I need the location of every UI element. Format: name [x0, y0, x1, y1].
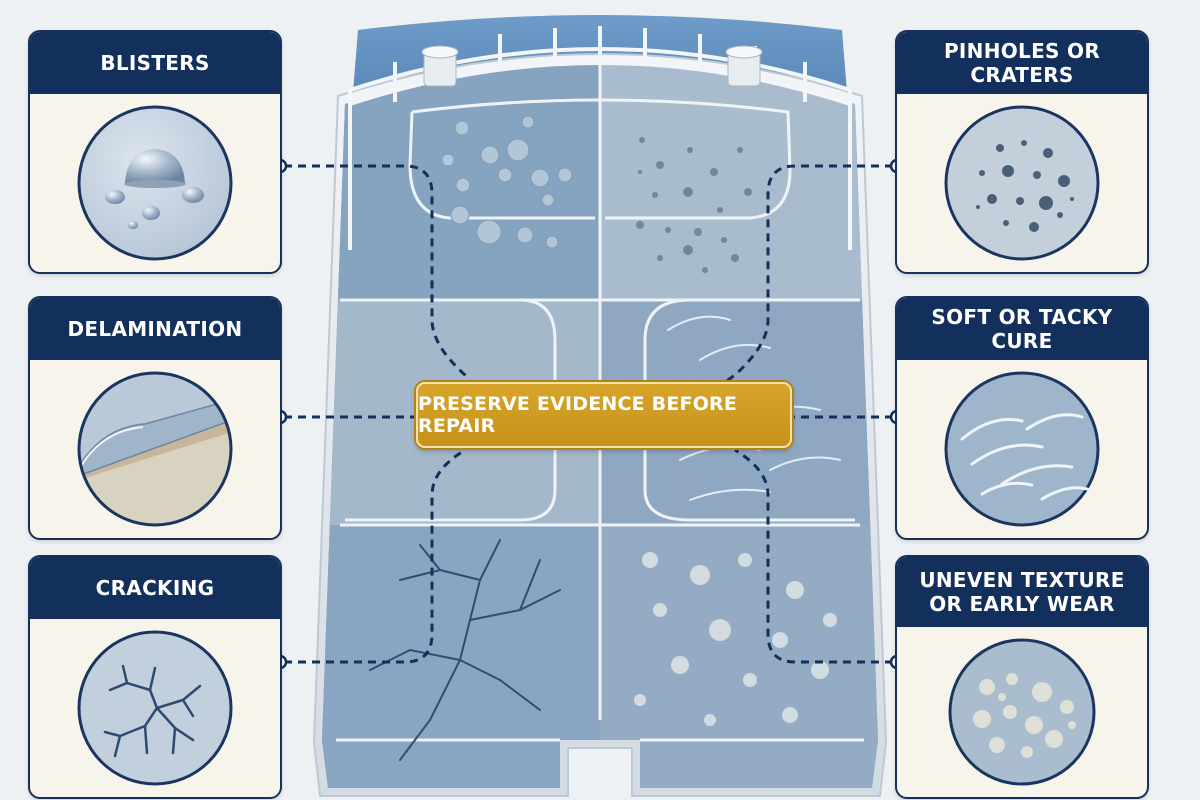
- defect-title: BLISTERS: [30, 32, 280, 94]
- preserve-evidence-banner: PRESERVE EVIDENCE BEFORE REPAIR: [416, 382, 792, 448]
- bollards: [421, 45, 763, 87]
- tacky-surface-icon: [944, 371, 1100, 527]
- defect-illustration: [30, 360, 280, 538]
- crack-lines: [369, 539, 561, 761]
- defect-title: SOFT OR TACKY CURE: [897, 298, 1147, 360]
- wear-icon: [948, 638, 1096, 786]
- delamination-icon: [77, 371, 233, 527]
- defect-title: DELAMINATION: [30, 298, 280, 360]
- defect-illustration: [897, 360, 1147, 538]
- defect-card-blisters: BLISTERS: [28, 30, 282, 274]
- defect-card-delamination: DELAMINATION: [28, 296, 282, 540]
- defect-card-soft-cure: SOFT OR TACKY CURE: [895, 296, 1149, 540]
- blisters-icon: [77, 105, 233, 261]
- defect-title: UNEVEN TEXTURE OR EARLY WEAR: [897, 557, 1147, 627]
- defect-card-cracking: CRACKING: [28, 555, 282, 799]
- cracking-icon: [77, 630, 233, 786]
- defect-illustration: [897, 627, 1147, 797]
- pinhole-dots: [636, 137, 752, 273]
- defect-illustration: [897, 94, 1147, 272]
- deck-markings: [336, 62, 864, 742]
- deck-railing: [348, 26, 852, 250]
- deck-surface: [322, 62, 878, 788]
- defect-title-line: OR EARLY WEAR: [929, 592, 1115, 616]
- defect-title: PINHOLES OR CRATERS: [897, 32, 1147, 94]
- defect-card-pinholes: PINHOLES OR CRATERS: [895, 30, 1149, 274]
- defect-illustration: [30, 94, 280, 272]
- pinholes-icon: [944, 105, 1100, 261]
- connector-lines: [284, 164, 893, 664]
- wear-patches: [634, 552, 837, 726]
- defect-title-line: UNEVEN TEXTURE: [919, 568, 1125, 592]
- blister-bumps: [441, 115, 573, 249]
- defect-title: CRACKING: [30, 557, 280, 619]
- defect-card-uneven-texture: UNEVEN TEXTURE OR EARLY WEAR: [895, 555, 1149, 799]
- defect-illustration: [30, 619, 280, 797]
